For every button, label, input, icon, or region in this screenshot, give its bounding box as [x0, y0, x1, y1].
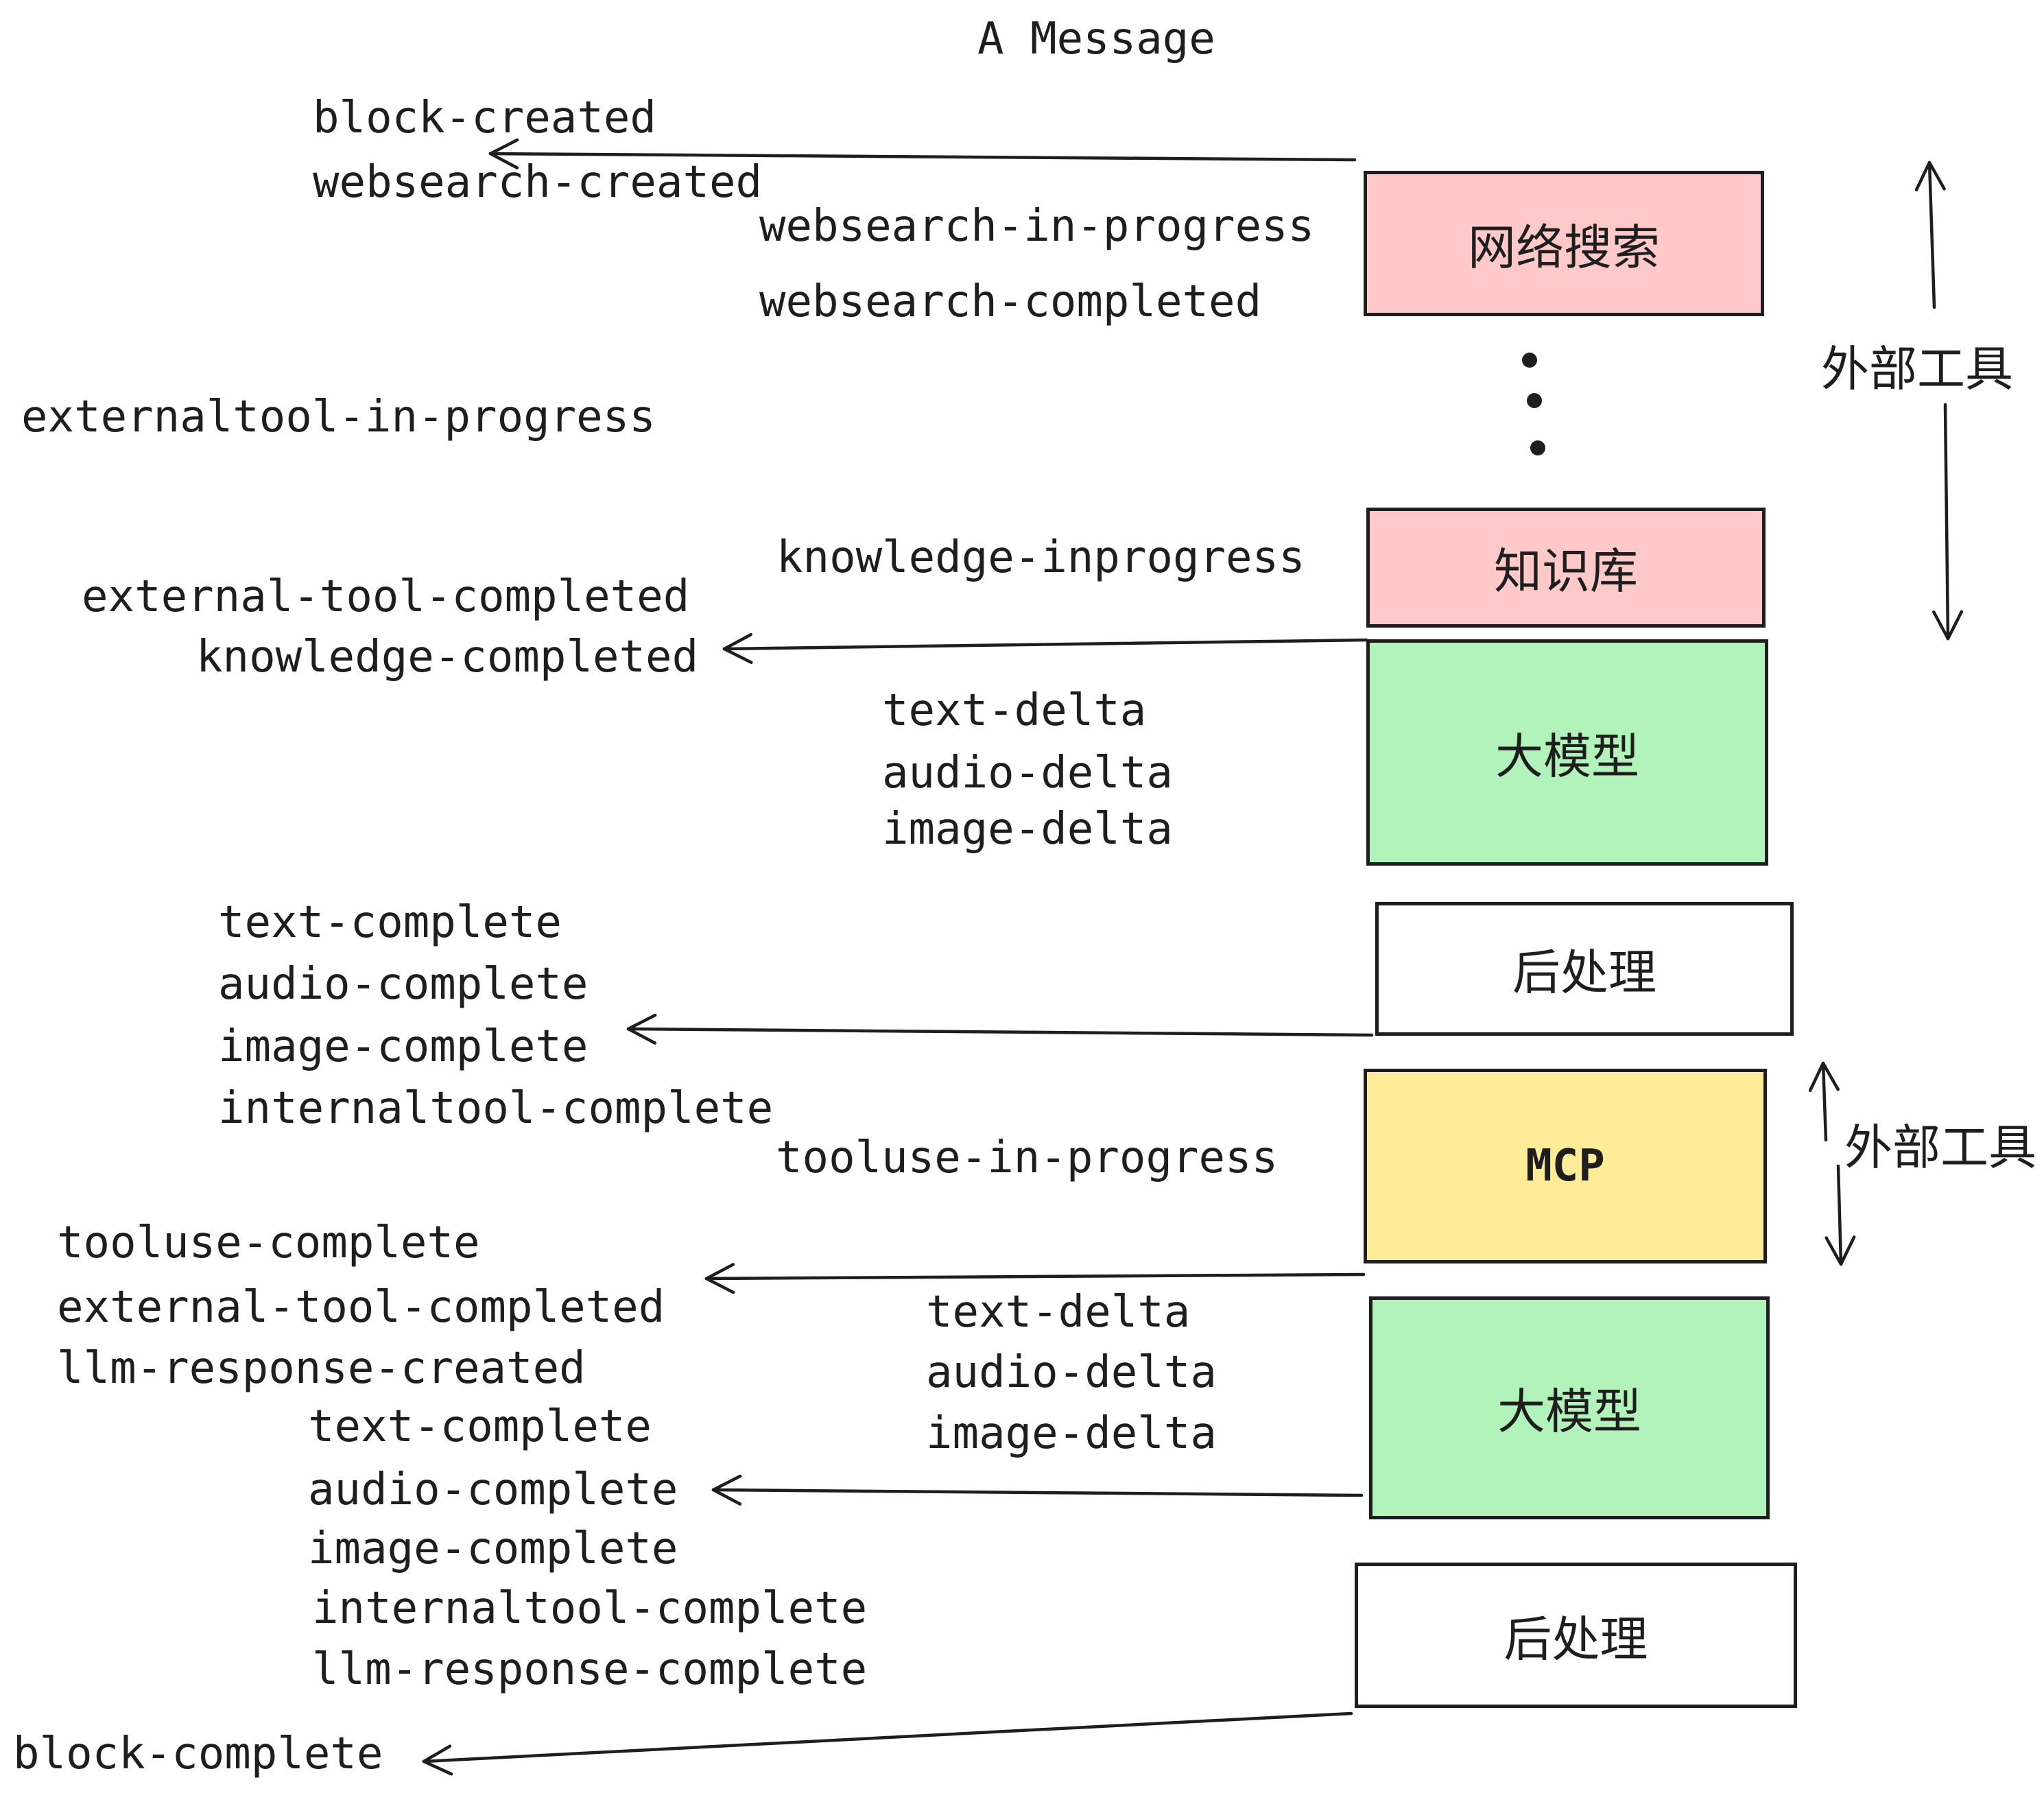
event-label-externaltool-in-progress: externaltool-in-progress: [21, 392, 656, 442]
event-label-websearch-completed: websearch-completed: [759, 276, 1262, 327]
event-label-websearch-in-progress: websearch-in-progress: [759, 201, 1315, 252]
event-label-text-delta-1: text-delta: [882, 685, 1147, 736]
box-llm-2: 大模型: [1369, 1296, 1770, 1519]
event-label-audio-delta-1: audio-delta: [882, 748, 1173, 798]
event-label-audio-delta-2: audio-delta: [926, 1347, 1217, 1398]
arrow-to-audio-complete: [711, 1474, 1364, 1506]
arrow-external-tools-down: [1932, 403, 1964, 641]
event-label-llm-response-complete: llm-response-complete: [312, 1644, 868, 1695]
event-label-image-complete-1: image-complete: [218, 1021, 589, 1072]
side-label-external-tools-top: 外部工具: [1821, 341, 2013, 397]
event-label-text-complete-2: text-complete: [308, 1401, 652, 1452]
box-postprocess-1: 后处理: [1375, 902, 1794, 1036]
diagram-title: A Message: [977, 14, 1215, 64]
box-label-knowledge: 知识库: [1494, 543, 1638, 600]
arrow-mcp-down: [1825, 1164, 1856, 1266]
ellipsis-dot-3: [1530, 440, 1545, 455]
box-knowledge: 知识库: [1366, 508, 1766, 628]
event-label-internaltool-complete-2: internaltool-complete: [312, 1583, 868, 1634]
box-mcp: MCP: [1364, 1069, 1767, 1263]
box-label-websearch: 网络搜索: [1468, 219, 1660, 276]
box-postprocess-2: 后处理: [1355, 1563, 1797, 1708]
ellipsis-dot-1: [1522, 353, 1537, 368]
event-label-image-delta-2: image-delta: [926, 1408, 1217, 1459]
event-label-external-tool-completed-2: external-tool-completed: [57, 1282, 665, 1333]
event-label-llm-response-created: llm-response-created: [57, 1343, 586, 1394]
event-label-text-complete-1: text-complete: [218, 897, 562, 948]
arrow-mcp-up: [1808, 1061, 1840, 1142]
event-label-internaltool-complete-1: internaltool-complete: [218, 1083, 774, 1134]
arrow-to-image-complete: [626, 1013, 1374, 1045]
side-label-external-tools-mcp: 外部工具: [1844, 1119, 2036, 1176]
event-label-knowledge-inprogress: knowledge-inprogress: [776, 532, 1305, 583]
event-label-audio-complete-1: audio-complete: [218, 959, 589, 1010]
box-websearch: 网络搜索: [1364, 171, 1764, 316]
event-label-tooluse-complete: tooluse-complete: [57, 1218, 480, 1268]
box-label-mcp: MCP: [1525, 1141, 1605, 1191]
event-label-knowledge-completed: knowledge-completed: [196, 632, 699, 683]
ellipsis-dot-2: [1527, 393, 1542, 408]
event-label-block-complete: block-complete: [13, 1729, 383, 1779]
event-label-audio-complete-2: audio-complete: [308, 1464, 678, 1515]
arrow-external-tools-up: [1914, 161, 1946, 309]
event-label-image-complete-2: image-complete: [308, 1523, 678, 1574]
event-label-external-tool-completed-1: external-tool-completed: [82, 571, 690, 622]
box-llm-1: 大模型: [1366, 639, 1768, 866]
arrow-to-block-complete: [422, 1711, 1353, 1776]
box-label-llm-1: 大模型: [1495, 728, 1639, 785]
event-label-block-created: block-created: [313, 93, 656, 143]
box-label-llm-2: 大模型: [1497, 1384, 1641, 1440]
box-label-postprocess-2: 后处理: [1504, 1611, 1648, 1667]
box-label-postprocess-1: 后处理: [1512, 945, 1656, 1001]
event-label-websearch-created: websearch-created: [313, 157, 763, 208]
event-label-image-delta-1: image-delta: [882, 804, 1173, 855]
event-label-tooluse-in-progress: tooluse-in-progress: [776, 1132, 1279, 1183]
event-label-text-delta-2: text-delta: [926, 1287, 1191, 1338]
arrow-to-knowledge-completed: [722, 632, 1368, 665]
